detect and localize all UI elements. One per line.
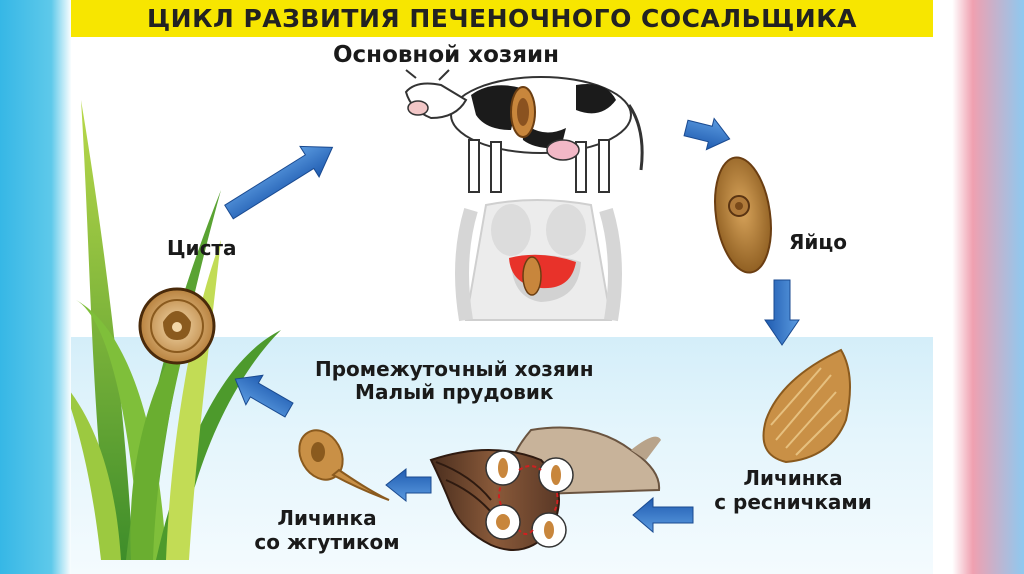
cyst-label: Циста (167, 236, 237, 260)
egg-label: Яйцо (789, 230, 847, 254)
arrow-snail-to-flagellated (386, 469, 431, 501)
egg-icon (708, 154, 778, 276)
page-title: ЦИКЛ РАЗВИТИЯ ПЕЧЕНОЧНОГО СОСАЛЬЩИКА (147, 4, 857, 33)
flagellated-larva-icon (291, 422, 389, 500)
arrow-cyst-to-cow (219, 132, 342, 227)
intermediate-host-line1: Промежуточный хозяин (315, 358, 594, 381)
flagellated-larva-line1: Личинка (237, 506, 417, 530)
ciliated-larva-icon (764, 350, 851, 462)
ciliated-larva-line1: Личинка (683, 466, 903, 490)
intermediate-host-label: Промежуточный хозяин Малый прудовик (315, 358, 594, 404)
snail-icon (431, 428, 661, 551)
slide: ЦИКЛ РАЗВИТИЯ ПЕЧЕНОЧНОГО СОСАЛЬЩИКА Осн… (71, 0, 933, 574)
ciliated-larva-line2: с ресничками (683, 490, 903, 514)
flagellated-larva-label: Личинка со жгутиком (237, 506, 417, 554)
arrow-cow-to-egg (682, 112, 733, 154)
liver-fluke-icon (511, 87, 535, 137)
arrow-egg-to-larva (765, 280, 799, 345)
title-banner: ЦИКЛ РАЗВИТИЯ ПЕЧЕНОЧНОГО СОСАЛЬЩИКА (71, 0, 933, 37)
ciliated-larva-label: Личинка с ресничками (683, 466, 903, 514)
intermediate-host-line2: Малый прудовик (315, 381, 594, 404)
human-torso-icon (462, 200, 615, 320)
flagellated-larva-line2: со жгутиком (237, 530, 417, 554)
cyst-icon (140, 289, 214, 363)
main-host-label: Основной хозяин (333, 42, 559, 68)
